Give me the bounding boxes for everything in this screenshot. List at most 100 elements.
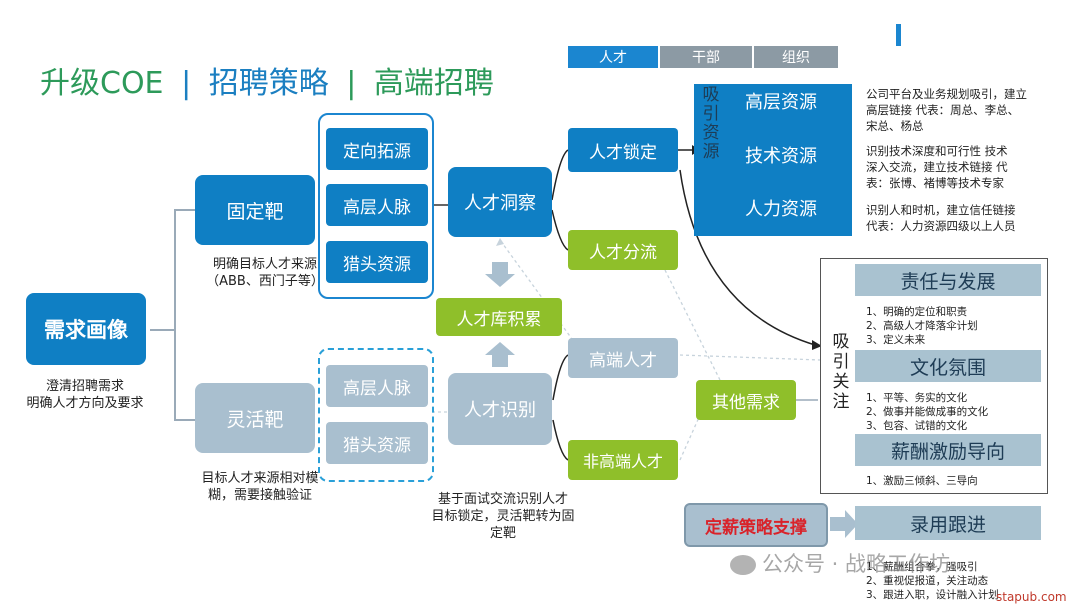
pool-box: 人才库积累 [436,298,562,336]
identify-note-line: 定靶 [489,526,516,541]
high-end-label: 高端人才 [589,350,657,371]
page-title: 升级COE | 招聘策略 | 高端招聘 [40,58,494,102]
flex-source-senior: 高层人脉 [326,365,428,407]
focus-item: 1、激励三倾斜、三导向 [866,475,978,487]
accent-bar [896,24,901,46]
fixed-source-headhunter: 猎头资源 [326,241,428,283]
vertical-char: 源 [702,142,720,162]
salary-support-box: 定薪策略支撑 [684,503,828,547]
watermark-site: stapub.com [996,590,1067,604]
fixed-target-note: 明确目标人才来源 （ABB、西门子等） [190,256,340,290]
lock-box: 人才锁定 [568,128,678,172]
high-end-box: 高端人才 [568,338,678,378]
flex-sources-group [318,348,434,482]
non-high-end-label: 非高端人才 [582,452,663,471]
resource-note-line: 识别技术深度和可行性 技术 [866,144,1008,158]
vertical-char: 注 [832,392,850,412]
identify-note-line: 基于面试交流识别人才 [437,492,568,507]
focus-item: 3、定义未来 [866,334,926,346]
resource-note-senior: 公司平台及业务规划吸引，建立 高层链接 代表：周总、李总、 宋总、杨总 [866,86,1066,134]
insight-box: 人才洞察 [448,167,552,237]
watermark: 公众号 · 战略工作坊 [730,548,950,578]
vertical-char: 关 [832,372,850,392]
title-sep-1: | [181,66,192,101]
vertical-char: 资 [702,123,720,143]
resource-hr: 人力资源 [745,199,817,220]
resource-note-line: 高层链接 代表：周总、李总、 [866,103,1020,117]
fixed-target-box: 固定靶 [195,175,315,245]
fixed-target-label: 固定靶 [226,200,284,223]
salary-support-label: 定薪策略支撑 [705,517,807,538]
attract-focus-vertical: 吸 引 关 注 [830,332,852,412]
resource-note-line: 表：张博、褚博等技术专家 [866,176,1004,190]
tab-talent[interactable]: 人才 [568,46,658,68]
focus-section-header: 薪酬激励导向 [855,434,1041,466]
tab-org[interactable]: 组织 [754,46,838,68]
focus-item: 3、包容、试错的文化 [866,420,968,432]
fixed-sources-group [318,113,434,299]
vertical-char: 吸 [832,332,850,352]
tab-org-label: 组织 [782,50,810,66]
focus-item: 2、高级人才降落伞计划 [866,320,978,332]
resource-note-line: 深入交流，建立技术链接 代 [866,160,1008,174]
other-needs-label: 其他需求 [712,392,780,413]
identify-note-line: 目标锁定，灵活靶转为固 [431,509,575,524]
resource-note-line: 公司平台及业务规划吸引，建立 [866,87,1027,101]
flex-target-note: 目标人才来源相对模 糊，需要接触验证 [180,470,340,504]
title-part3: 高端招聘 [373,66,494,101]
wechat-icon [730,555,756,575]
hire-items: 1、薪酬组合拳，强吸引 2、重视促报道，关注动态 3、跟进入职，设计融入计划 [866,560,1046,602]
insight-label: 人才洞察 [464,193,536,214]
identify-label: 人才识别 [464,400,536,421]
focus-section-items: 1、明确的定位和职责 2、高级人才降落伞计划 3、定义未来 [866,305,1046,347]
fixed-source-directed: 定向拓源 [326,128,428,170]
focus-item: 1、明确的定位和职责 [866,306,968,318]
flex-source-label: 猎头资源 [343,435,411,456]
lock-label: 人才锁定 [589,142,657,163]
focus-section-items: 1、平等、务实的文化 2、做事并能做成事的文化 3、包容、试错的文化 [866,391,1046,433]
focus-section-header: 责任与发展 [855,264,1041,296]
flex-target-note-line: 目标人才来源相对模 [201,471,319,486]
fixed-target-note-line: （ABB、西门子等） [206,274,324,289]
watermark-text: 公众号 · 战略工作坊 [762,552,951,576]
attract-resources-box [694,84,852,236]
fixed-source-label: 高层人脉 [343,197,411,218]
flex-source-headhunter: 猎头资源 [326,422,428,464]
fixed-source-senior: 高层人脉 [326,184,428,226]
hire-item: 3、跟进入职，设计融入计划 [866,589,999,601]
resource-note-line: 代表：人力资源四级以上人员 [866,219,1016,233]
flex-target-label: 灵活靶 [226,408,284,431]
hire-header: 录用跟进 [855,506,1041,540]
title-sep-2: | [346,66,357,101]
hire-item: 1、薪酬组合拳，强吸引 [866,561,978,573]
tab-cadre[interactable]: 干部 [660,46,752,68]
other-needs-box: 其他需求 [696,380,796,420]
demand-note-line: 澄清招聘需求 [45,379,124,394]
demand-box: 需求画像 [26,293,146,365]
tab-talent-label: 人才 [599,50,627,66]
resource-tech: 技术资源 [745,146,817,167]
flex-target-box: 灵活靶 [195,383,315,453]
title-part2: 招聘策略 [208,66,329,101]
vertical-char: 吸 [702,85,720,105]
hire-item: 2、重视促报道，关注动态 [866,575,989,587]
demand-label: 需求画像 [44,318,128,342]
focus-item: 2、做事并能做成事的文化 [866,406,989,418]
attract-resources-vertical: 吸 引 资 源 [700,86,722,162]
focus-item: 1、平等、务实的文化 [866,392,968,404]
identify-box: 人才识别 [448,373,552,445]
demand-note: 澄清招聘需求 明确人才方向及要求 [10,378,160,412]
flex-source-label: 高层人脉 [343,378,411,399]
flex-target-note-line: 糊，需要接触验证 [207,488,312,503]
divert-box: 人才分流 [568,230,678,270]
fixed-source-label: 定向拓源 [343,141,411,162]
demand-note-line: 明确人才方向及要求 [26,396,144,411]
title-part1: 升级COE [40,66,164,101]
vertical-char: 引 [702,104,720,124]
resource-senior: 高层资源 [745,92,817,113]
focus-section-items: 1、激励三倾斜、三导向 [866,474,1046,488]
vertical-char: 引 [832,352,850,372]
resource-note-line: 识别人和时机，建立信任链接 [866,203,1016,217]
pool-label: 人才库积累 [456,309,542,330]
